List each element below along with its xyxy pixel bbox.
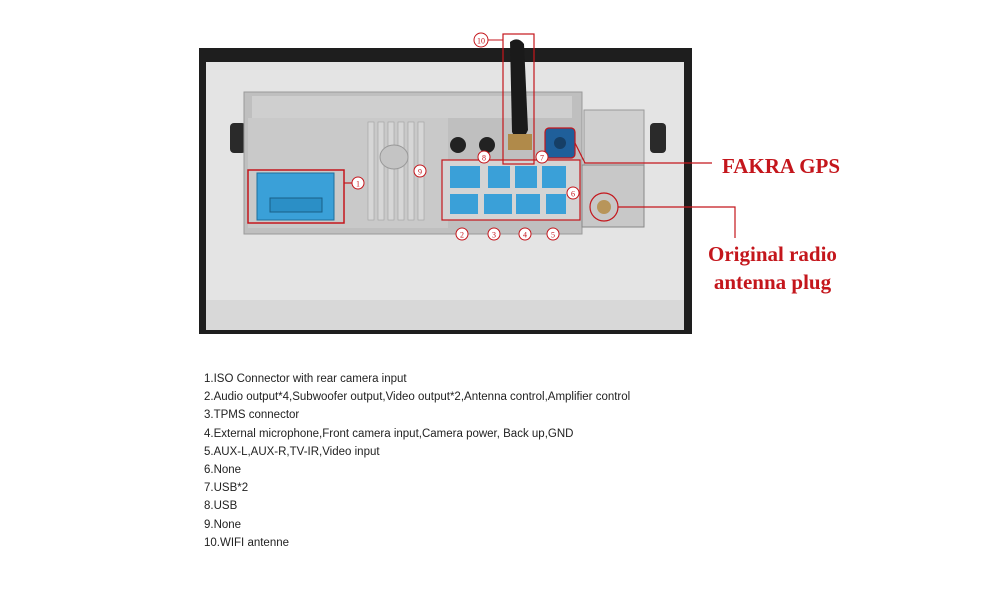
svg-text:6: 6 [571, 190, 575, 199]
side-bracket [583, 109, 645, 167]
iso-connector-inner [269, 197, 323, 213]
radio-leader-line [618, 206, 736, 238]
svg-text:10: 10 [477, 37, 485, 46]
legend-item: 5.AUX-L,AUX-R,TV-IR,Video input [204, 445, 380, 458]
marker-8: 8 [477, 150, 491, 164]
vent-hole-left [450, 137, 466, 153]
brand-emblem [379, 144, 409, 170]
antenna-base [508, 134, 532, 150]
svg-text:3: 3 [492, 231, 496, 240]
legend-item: 10.WIFI antenne [204, 536, 290, 549]
unit-bottom-strip [206, 300, 684, 330]
vent-hole-right [479, 137, 495, 153]
marker-5: 5 [546, 227, 560, 241]
legend-item: 9.None [204, 518, 242, 531]
marker-10: 10 [473, 32, 489, 48]
marker-9: 9 [413, 164, 427, 178]
legend-item: 7.USB*2 [204, 482, 249, 495]
connector-legend: 1.ISO Connector with rear camera input 2… [204, 370, 630, 552]
svg-text:9: 9 [418, 168, 422, 177]
right-mount-screw [650, 123, 666, 153]
svg-text:1: 1 [356, 180, 360, 189]
svg-text:8: 8 [482, 154, 486, 163]
fakra-leader-line [574, 142, 712, 164]
marker-1: 1 [351, 176, 365, 190]
marker-2: 2 [455, 227, 469, 241]
fakra-gps-label: FAKRA GPS [722, 154, 841, 178]
antenna-box [502, 33, 535, 165]
iso-highlight-box [247, 169, 345, 224]
legend-item: 4.External microphone,Front camera input… [204, 427, 574, 440]
legend-item: 3.TPMS connector [204, 409, 300, 422]
svg-text:7: 7 [540, 154, 544, 163]
svg-text:5: 5 [551, 231, 555, 240]
legend-item: 6.None [204, 464, 242, 477]
marker-4: 4 [518, 227, 532, 241]
marker-3: 3 [487, 227, 501, 241]
connector-bank [441, 159, 581, 221]
legend-item: 2.Audio output*4,Subwoofer output,Video … [204, 391, 631, 404]
legend-item: 8.USB [204, 500, 238, 513]
radio-label-line1: Original radio [708, 242, 837, 266]
radio-label-line2: antenna plug [713, 270, 832, 294]
svg-text:4: 4 [523, 231, 527, 240]
marker-7: 7 [535, 150, 549, 164]
left-mount-screw [230, 123, 246, 153]
svg-text:2: 2 [460, 231, 464, 240]
wifi-antenna-icon [510, 39, 528, 140]
radio-antenna-label: Original radio antenna plug [708, 240, 837, 296]
chassis-top [252, 96, 572, 118]
iso-connector [256, 172, 335, 221]
legend-item: 1.ISO Connector with rear camera input [204, 373, 407, 385]
marker-6: 6 [566, 186, 580, 200]
